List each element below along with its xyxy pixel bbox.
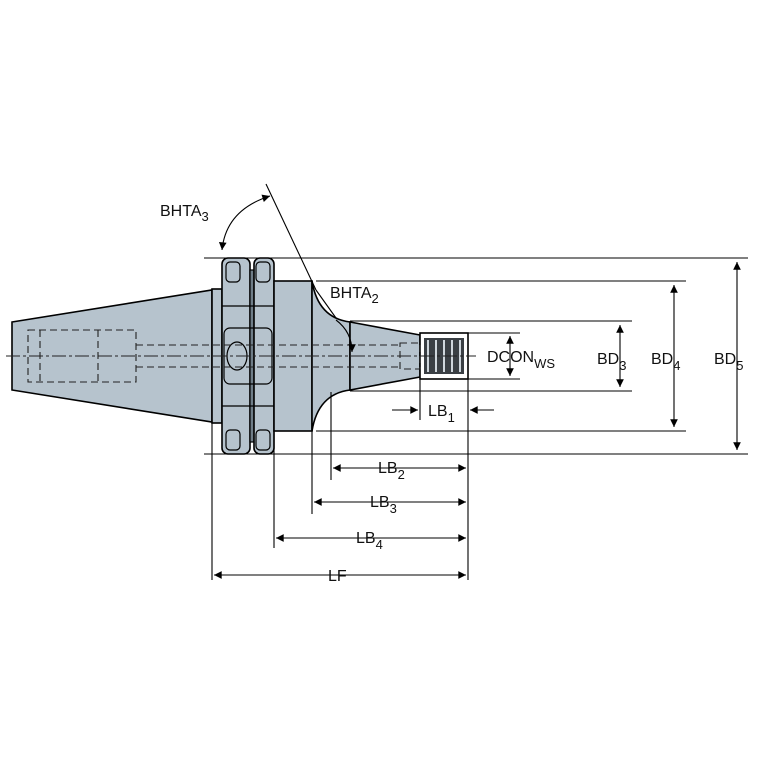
lb1-label: LB1	[428, 403, 455, 425]
bhta3-angle-arc	[218, 194, 271, 251]
lb3-label: LB3	[370, 494, 397, 516]
dimension-labels: BHTA3 BHTA2 DCONWS BD3 BD4 BD5 LB1 LB2 L…	[160, 203, 743, 585]
lf-label: LF	[328, 568, 347, 585]
bd3-label: BD3	[597, 351, 626, 373]
bhta2-angle-arc	[335, 319, 356, 353]
bd4-label: BD4	[651, 351, 680, 373]
dimension-lines	[214, 194, 741, 579]
bhta2-leader	[315, 289, 337, 319]
bhta2-label: BHTA2	[330, 285, 379, 306]
lb4-label: LB4	[356, 530, 383, 552]
lb2-label: LB2	[378, 460, 405, 482]
tool-body	[6, 257, 476, 455]
extension-lines	[204, 183, 748, 580]
dcon-label: DCONWS	[487, 349, 555, 371]
bd5-label: BD5	[714, 351, 743, 373]
bhta3-label: BHTA3	[160, 203, 209, 224]
